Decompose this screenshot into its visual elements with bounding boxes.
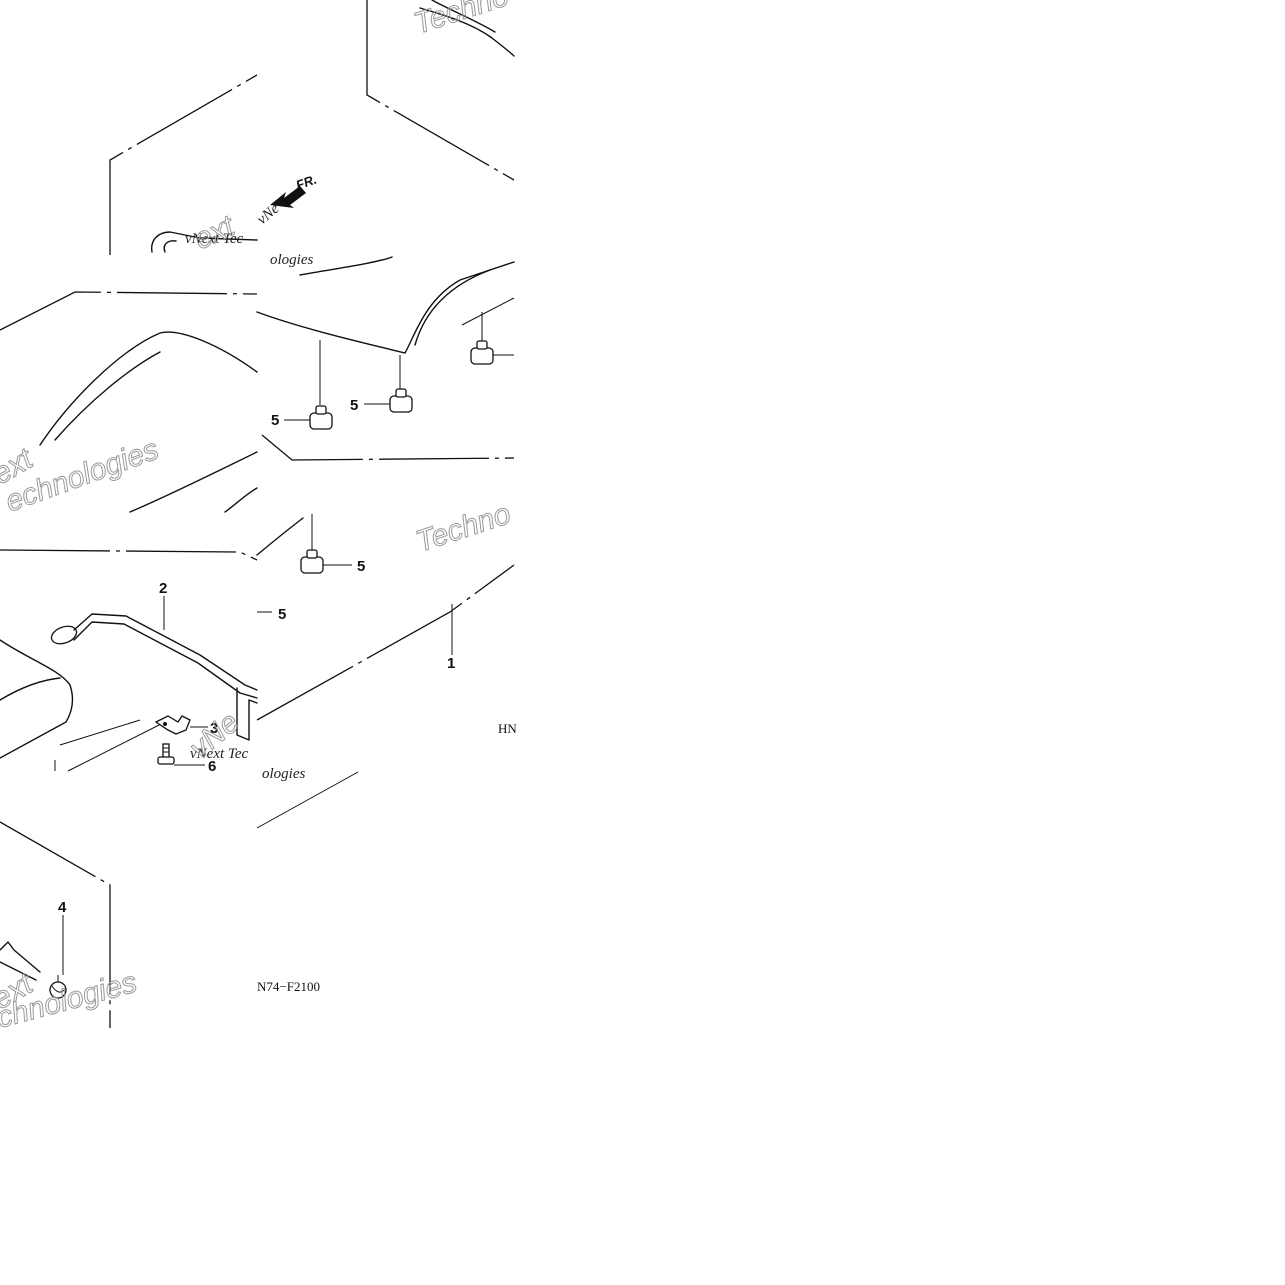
- watermark-text: Techno: [410, 0, 513, 41]
- watermark-text: vNext Tec: [190, 746, 249, 762]
- tile-top-center: Techno FR. vNe: [254, 0, 515, 228]
- watermark-text: ext: [189, 209, 241, 257]
- tile-middle-left: ext echnologies: [0, 291, 258, 519]
- front-direction-arrow-icon: FR.: [270, 172, 319, 208]
- diagram-code-fragment: HN: [498, 721, 517, 736]
- callout-part-5: 5: [271, 412, 279, 429]
- rubber-grommet-icon: [300, 549, 324, 574]
- tile-bottom-left: 4 ext chnologies: [0, 821, 141, 1035]
- callout-part-3: 3: [210, 720, 218, 737]
- watermark-text: Techno: [412, 497, 515, 558]
- callout-part-5: 5: [350, 397, 358, 414]
- callout-part-6: 6: [208, 758, 216, 775]
- bolt-icon: [157, 743, 175, 765]
- lock-pin-icon: [0, 941, 67, 999]
- seat-stay-bar: [50, 613, 258, 741]
- callout-part-5: 5: [278, 606, 286, 623]
- rubber-grommet-icon: [389, 388, 413, 413]
- callout-part-4: 4: [58, 899, 67, 916]
- watermark-text: ologies: [262, 766, 305, 782]
- rubber-grommet-icon: [470, 340, 494, 365]
- watermark-text: vNext Tec: [185, 231, 244, 247]
- callout-part-1: 1: [447, 655, 455, 672]
- callout-part-5: 5: [357, 558, 365, 575]
- watermark-text: ologies: [270, 252, 313, 268]
- tile-top-left: vNext Tec ext: [109, 74, 258, 257]
- tile-middle-center: ologies 5 5: [256, 252, 515, 461]
- diagram-code: N74−F2100: [257, 979, 320, 994]
- tile-lower-left: 2 3 6 vNext Tec vNe 5: [0, 549, 286, 775]
- front-direction-label: FR.: [294, 172, 319, 193]
- callout-part-2: 2: [159, 580, 167, 597]
- tile-lower-center: 5 Techno 1 HN ologies: [256, 497, 517, 782]
- tile-bottom-center: N74−F2100: [256, 771, 359, 994]
- rubber-grommet-icon: [309, 405, 333, 430]
- clip-icon: [154, 715, 191, 735]
